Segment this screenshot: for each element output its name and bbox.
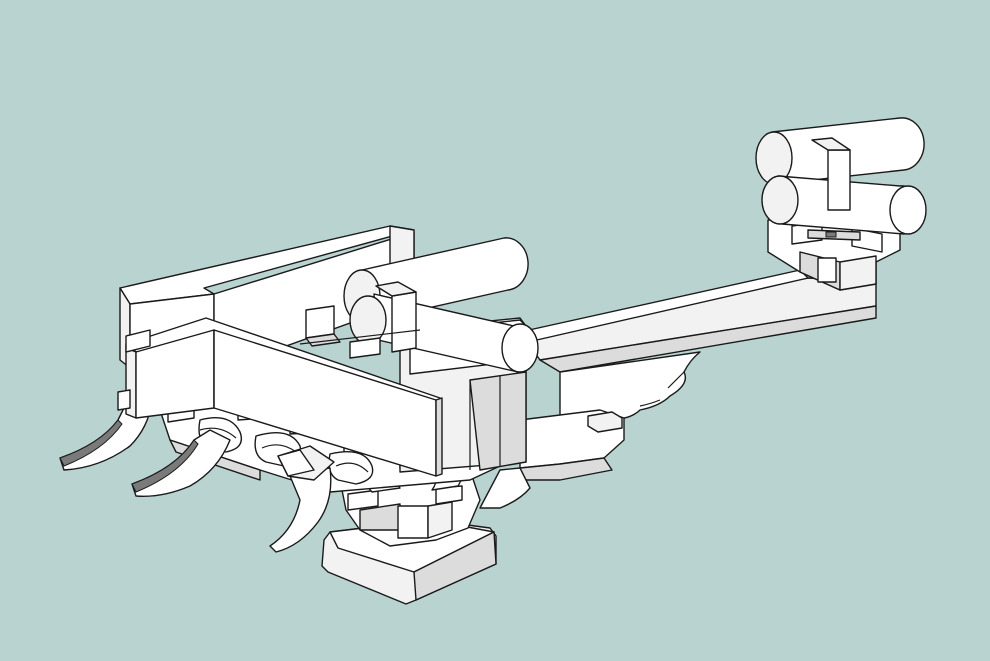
under-beam-details (299, 305, 421, 359)
cantilever-arms (59, 399, 335, 553)
center-block (397, 505, 429, 539)
central-cross-log (343, 237, 539, 373)
far-block (817, 257, 837, 283)
diagonal-beam (519, 269, 877, 421)
left-end-blocks (117, 329, 151, 411)
right-lower-arm (479, 409, 625, 509)
far-cross-log (755, 117, 927, 235)
